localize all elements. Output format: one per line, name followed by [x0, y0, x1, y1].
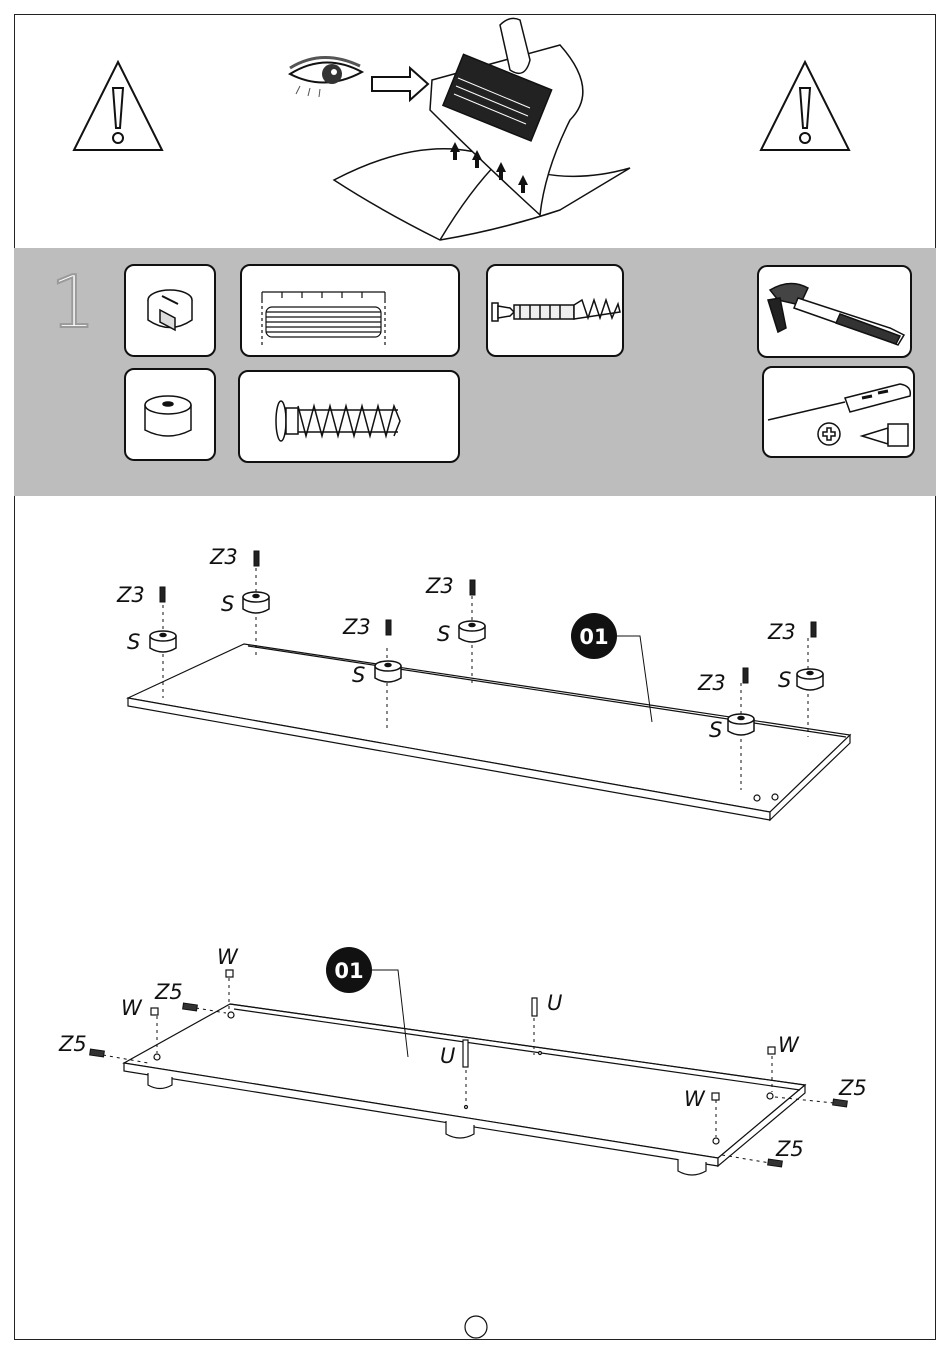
label-z3: Z3 — [116, 583, 145, 607]
label-z3: Z3 — [209, 545, 238, 569]
label-s: S — [709, 718, 722, 742]
cam-lock-icon — [148, 290, 192, 330]
label-z3: Z3 — [425, 574, 454, 598]
warning-icon — [761, 62, 849, 150]
manual-icon — [334, 18, 630, 240]
label-s: S — [352, 663, 365, 687]
hammer-icon — [768, 283, 904, 345]
label-z3: Z3 — [697, 671, 726, 695]
label-w: W — [121, 996, 143, 1020]
cam-bolt-icon — [492, 300, 620, 321]
label-w: W — [217, 945, 239, 969]
arrow-right-icon — [372, 68, 428, 100]
label-u: U — [547, 991, 562, 1015]
eye-icon — [290, 57, 362, 97]
label-z3: Z3 — [767, 620, 796, 644]
page-number-circle — [465, 1316, 487, 1338]
warning-icon — [74, 62, 162, 150]
label-u: U — [440, 1044, 455, 1068]
screw-icon — [276, 401, 400, 441]
badge-01-bottom-text: 01 — [334, 959, 363, 983]
badge-01-top-text: 01 — [579, 625, 608, 649]
dowel-icon — [262, 292, 385, 345]
label-s: S — [221, 592, 234, 616]
label-z5: Z5 — [58, 1032, 87, 1056]
label-s: S — [437, 622, 450, 646]
label-w: W — [684, 1087, 706, 1111]
label-z5: Z5 — [775, 1137, 804, 1161]
screwdriver-icon — [768, 384, 910, 446]
label-z5: Z5 — [838, 1076, 867, 1100]
label-s: S — [127, 630, 140, 654]
spacer-icon — [145, 396, 191, 436]
label-z3: Z3 — [342, 615, 371, 639]
label-z5: Z5 — [154, 980, 183, 1004]
label-s: S — [778, 668, 791, 692]
label-w: W — [778, 1033, 800, 1057]
